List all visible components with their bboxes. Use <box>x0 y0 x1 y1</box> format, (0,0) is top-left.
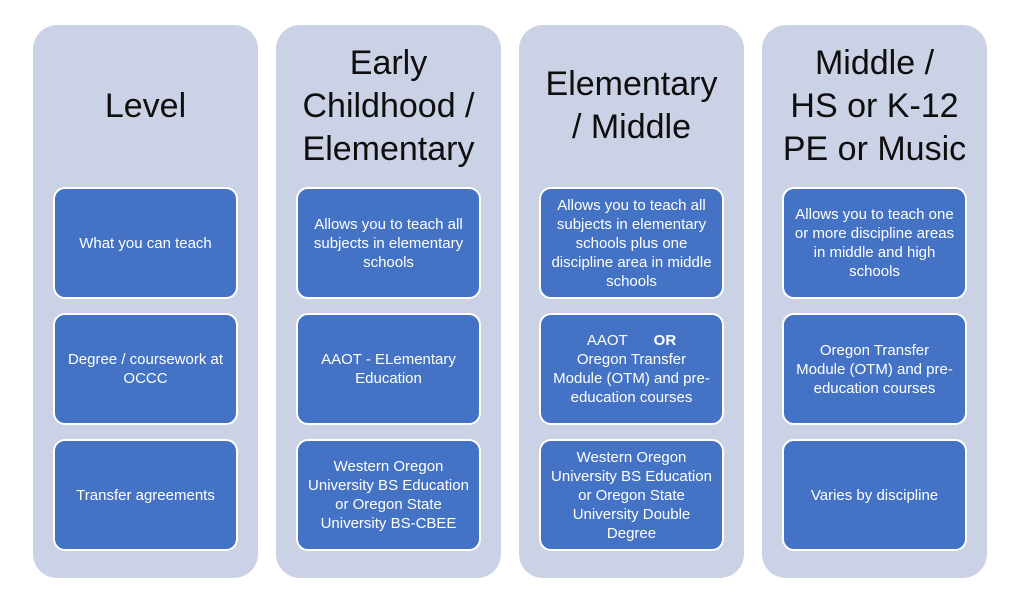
cell-ece-degree-coursework: AAOT - ELementary Education <box>296 313 481 425</box>
cell-middle-hs-degree-coursework: Oregon Transfer Module (OTM) and pre-edu… <box>782 313 967 425</box>
header-line: Early <box>349 43 428 82</box>
column-header-early-childhood-elementary: Early Childhood / Elementary <box>296 25 481 187</box>
column-level: Level What you can teach Degree / course… <box>33 25 258 578</box>
columns-row: Level What you can teach Degree / course… <box>33 25 987 578</box>
column-header-level: Level <box>53 25 238 187</box>
cell-elem-middle-degree-coursework: AAOT OR Oregon Transfer Module (OTM) and … <box>539 313 724 425</box>
cell-middle-hs-what-you-can-teach: Allows you to teach one or more discipli… <box>782 187 967 299</box>
header-line: Elementary <box>545 65 718 103</box>
header-line: PE or Music <box>782 129 967 168</box>
or-bold-text: OR <box>653 332 677 349</box>
cell-ece-transfer-agreements: Western Oregon University BS Education o… <box>296 439 481 551</box>
column-header-elementary-middle: Elementary / Middle <box>539 25 724 187</box>
cell-ece-what-you-can-teach: Allows you to teach all subjects in elem… <box>296 187 481 299</box>
column-header-middle-hs-k12: Middle / HS or K-12 PE or Music <box>782 25 967 187</box>
cell-middle-hs-transfer-agreements: Varies by discipline <box>782 439 967 551</box>
header-line: Elementary <box>302 129 475 168</box>
cell-row-label-transfer-agreements: Transfer agreements <box>53 439 238 551</box>
header-line: / Middle <box>571 108 692 146</box>
column-elementary-middle: Elementary / Middle Allows you to teach … <box>519 25 744 578</box>
aaot-text: AAOT <box>586 332 628 349</box>
column-early-childhood-elementary: Early Childhood / Elementary Allows you … <box>276 25 501 578</box>
cell-row-label-what-you-can-teach: What you can teach <box>53 187 238 299</box>
header-line: Childhood / <box>302 86 475 125</box>
header-line: HS or K-12 <box>790 86 959 125</box>
cell-elem-middle-transfer-agreements: Western Oregon University BS Education o… <box>539 439 724 551</box>
otm-text: Oregon Transfer Module (OTM) and pre-edu… <box>553 351 710 406</box>
cell-elem-middle-what-you-can-teach: Allows you to teach all subjects in elem… <box>539 187 724 299</box>
header-line: Middle / <box>814 43 935 82</box>
column-middle-hs-k12: Middle / HS or K-12 PE or Music Allows y… <box>762 25 987 578</box>
cell-row-label-degree-coursework: Degree / coursework at OCCC <box>53 313 238 425</box>
header-line: Level <box>104 86 187 125</box>
